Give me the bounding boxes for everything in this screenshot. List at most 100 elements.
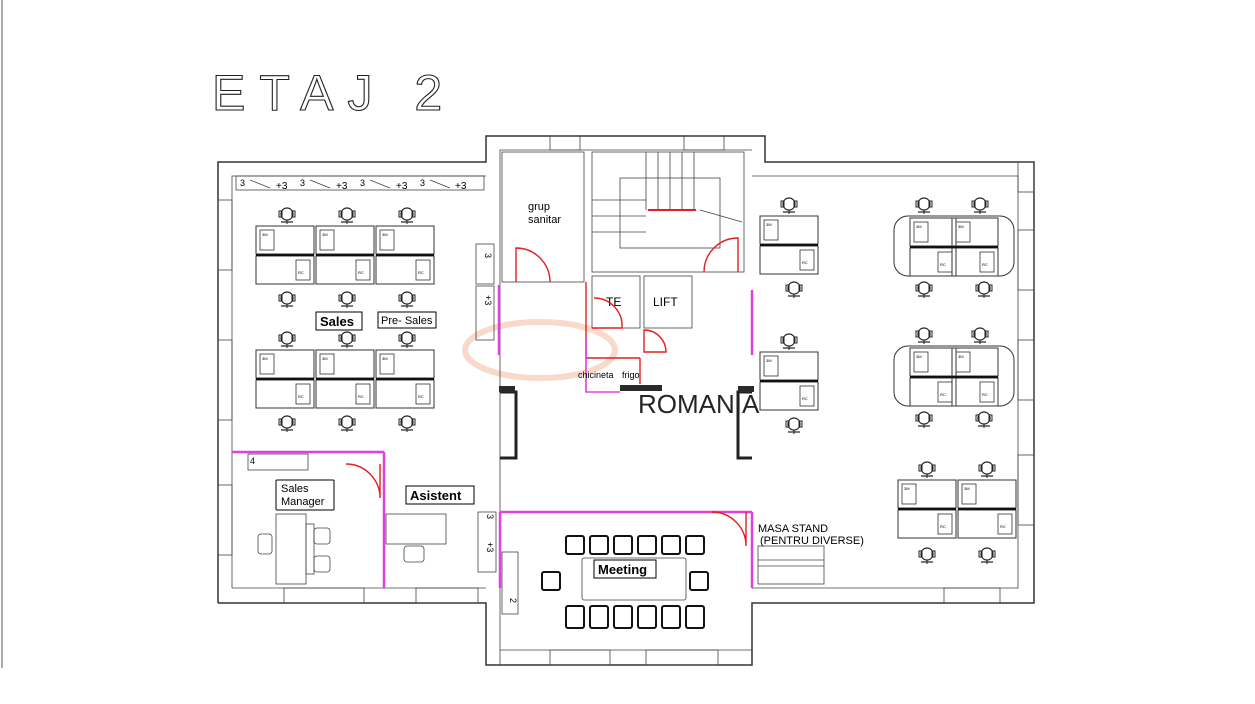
cabinets: 3 +3 3 +3 2 4 (247, 243, 519, 615)
sales-label: Sales (320, 314, 354, 329)
kitchen-label: chicineta (578, 370, 614, 380)
desk-tag: RC (298, 394, 304, 399)
meeting-chair (637, 535, 657, 555)
office-chair (918, 547, 936, 564)
workstation-pair (315, 225, 375, 285)
desk-tag: 3M (964, 486, 970, 491)
cabinet-label: 3 (483, 253, 493, 258)
office-chair (278, 291, 296, 308)
fridge-label: frigo (622, 370, 640, 380)
cabinet-label: 3 (485, 514, 495, 519)
desk-tag: 3M (916, 354, 922, 359)
meeting-chair (565, 535, 585, 555)
radiator-label: +3 (396, 181, 408, 192)
meeting-chair (541, 571, 561, 591)
office-chair (915, 411, 933, 428)
office-chair (338, 291, 356, 308)
desk-tag: 3M (904, 486, 910, 491)
core-area: grup sanitar TE LIFT chicineta frigo (499, 151, 754, 460)
radiator-label: +3 (336, 181, 348, 192)
office-chair (338, 415, 356, 432)
desk-tag: RC (802, 396, 808, 401)
sales-manager-label: Sales (281, 483, 309, 495)
workstation-pair (255, 225, 315, 285)
assistant-area: Asistent (385, 485, 475, 563)
office-chair (978, 461, 996, 478)
desk-tag: 3M (958, 354, 964, 359)
desk-tag: RC (940, 392, 946, 397)
office-chair (915, 327, 933, 344)
desk-tag: RC (1000, 524, 1006, 529)
desk-tag: 3M (322, 356, 328, 361)
desk-tag: 3M (916, 224, 922, 229)
te-label: TE (606, 295, 621, 309)
stand-label-2: (PENTRU DIVERSE) (760, 535, 864, 547)
office-chair (780, 333, 798, 350)
lift-label: LIFT (653, 295, 678, 309)
desk-tag: 3M (262, 356, 268, 361)
manager-room: Sales Manager (257, 463, 381, 585)
office-chair (398, 291, 416, 308)
watermark: ROMANIA (638, 389, 760, 419)
desk-tag: RC (418, 270, 424, 275)
wc-label-2: sanitar (528, 214, 561, 226)
office-chair (971, 197, 989, 214)
desk-tag: RC (940, 262, 946, 267)
presales-label: Pre- Sales (381, 315, 433, 327)
office-chair (971, 327, 989, 344)
desk-tag: RC (358, 394, 364, 399)
desk-tag: RC (358, 270, 364, 275)
workstation-pair (315, 349, 375, 409)
office-chair (978, 547, 996, 564)
workstation-pair (951, 217, 999, 277)
meeting-chair (589, 535, 609, 555)
cabinet-label: 2 (508, 598, 518, 603)
meeting-chair (685, 535, 705, 555)
meeting-room: Meeting (541, 511, 747, 629)
office-chair (338, 331, 356, 348)
cabinet-label: +3 (485, 542, 495, 552)
radiator-label: 3 (420, 178, 425, 188)
workstation-pair (957, 479, 1017, 539)
stand-table: MASA STAND (PENTRU DIVERSE) (757, 523, 864, 585)
floor-title: ETAJ 2 (212, 65, 456, 121)
meeting-label: Meeting (598, 562, 647, 577)
desk-tag: RC (982, 392, 988, 397)
meeting-chair (685, 605, 705, 629)
office-chair (785, 281, 803, 298)
office-chair (915, 197, 933, 214)
workstation-pair (375, 225, 435, 285)
stand-label: MASA STAND (758, 523, 828, 535)
desk-tag: 3M (322, 232, 328, 237)
meeting-chair (689, 571, 709, 591)
office-chair (398, 207, 416, 224)
desk-layer: 3M RC 3M RC 3M RC 3M RC 3M RC 3M RC 3M RC 3M RC 3M RC 3M RC… (255, 197, 1017, 564)
desk-tag: 3M (958, 224, 964, 229)
radiator-label: 3 (360, 178, 365, 188)
office-chair (975, 411, 993, 428)
office-chair (918, 461, 936, 478)
workstation-pair (255, 349, 315, 409)
workstation-pair (759, 215, 819, 275)
desk-tag: RC (298, 270, 304, 275)
meeting-chair (661, 535, 681, 555)
radiator-label: +3 (276, 181, 288, 192)
desk-tag: RC (418, 394, 424, 399)
exterior-walls (217, 135, 1035, 666)
office-chair (278, 415, 296, 432)
sales-manager-label-2: Manager (281, 496, 325, 508)
meeting-chair (613, 605, 633, 629)
stairs (592, 152, 743, 249)
desk-tag: 3M (766, 222, 772, 227)
workstation-pair (759, 351, 819, 411)
office-chair (398, 331, 416, 348)
desk-tag: 3M (766, 358, 772, 363)
office-chair (338, 207, 356, 224)
radiator-strip: 3 +3 3 +3 3 +3 3 +3 (235, 175, 485, 192)
desk-tag: RC (982, 262, 988, 267)
office-chair (915, 281, 933, 298)
radiator-label: 3 (300, 178, 305, 188)
meeting-chair (565, 605, 585, 629)
cabinet-label: 4 (250, 456, 255, 466)
